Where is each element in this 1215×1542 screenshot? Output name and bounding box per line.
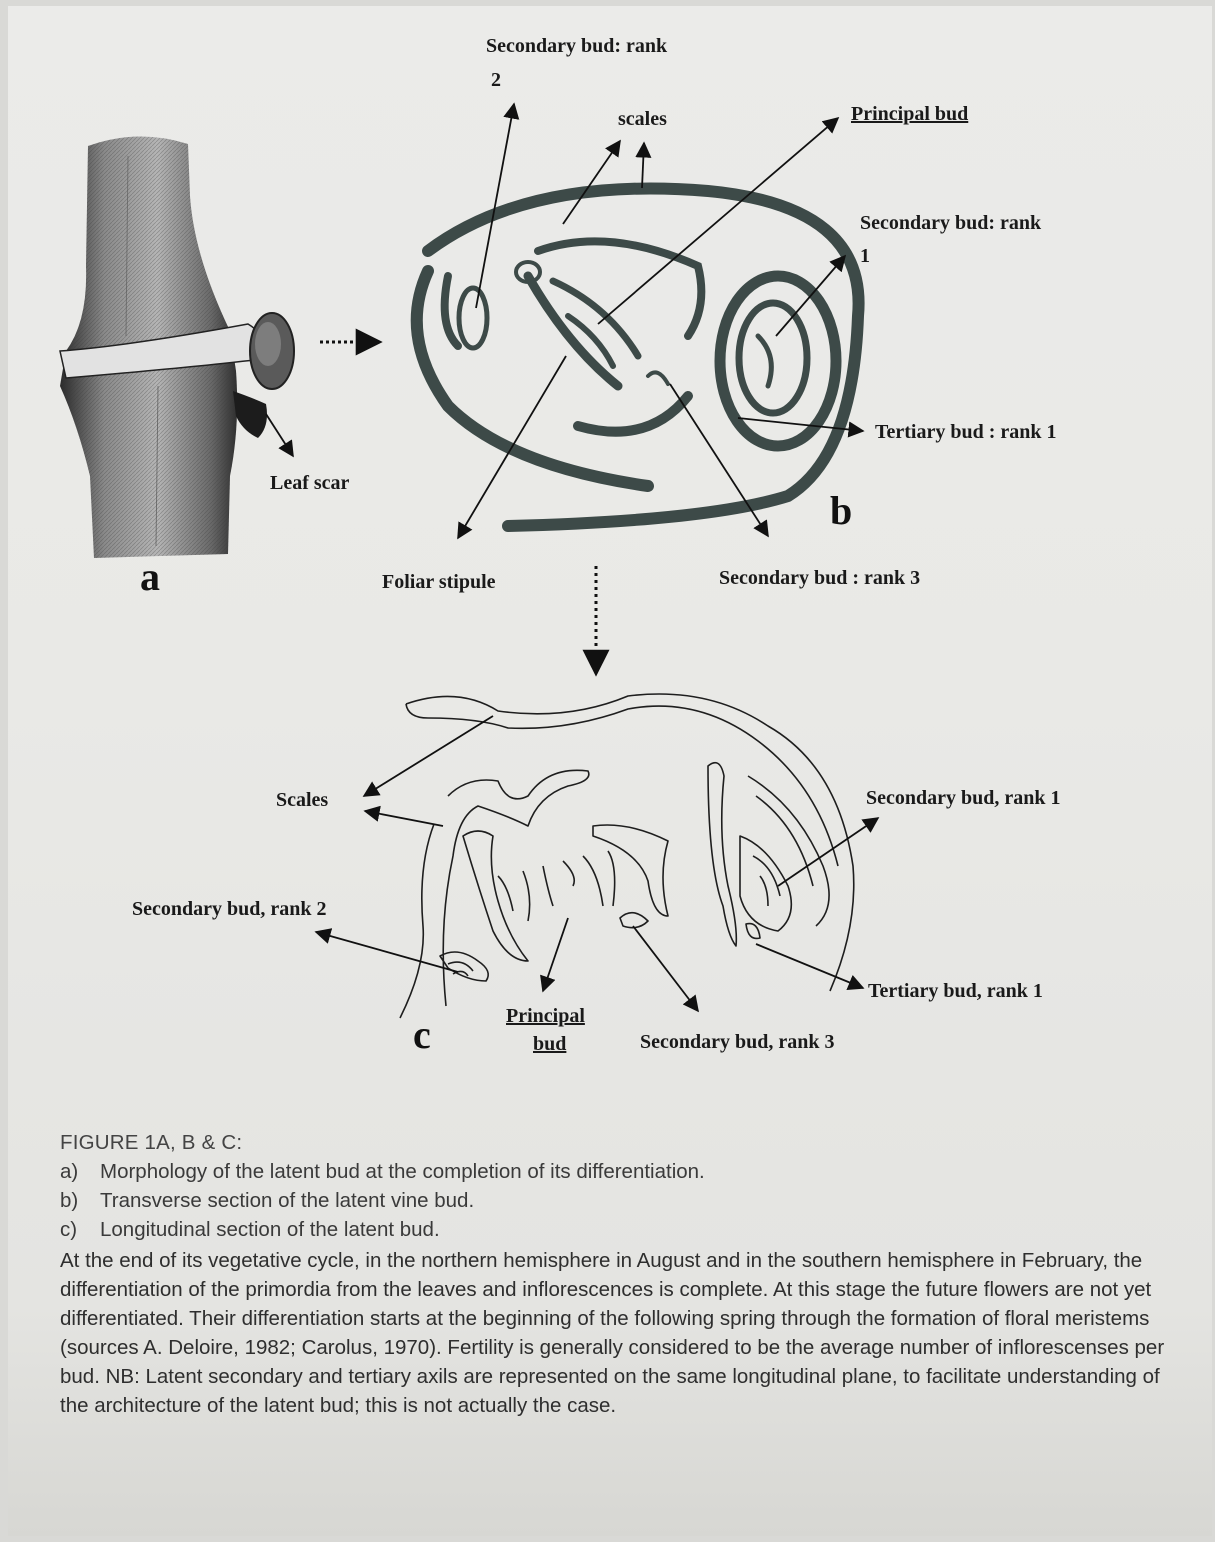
caption-item-marker: c) xyxy=(60,1215,100,1244)
caption-item-c: c) Longitudinal section of the latent bu… xyxy=(60,1215,1170,1244)
b-scales-label: scales xyxy=(618,108,667,130)
b-tertiary-rank1-label: Tertiary bud : rank 1 xyxy=(875,421,1057,443)
panel-c-arrows xyxy=(316,716,878,1011)
caption-item-text: Morphology of the latent bud at the comp… xyxy=(100,1157,705,1186)
longitudinal-section xyxy=(400,694,854,1018)
c-scales-label: Scales xyxy=(276,789,328,811)
b-secondary-rank1-label-line2: 1 xyxy=(860,245,870,267)
b-secondary-rank3-label: Secondary bud : rank 3 xyxy=(719,567,920,589)
figure-page: Leaf scar a Secondary bud: rank 2 scales… xyxy=(8,6,1212,1536)
figure-caption: FIGURE 1A, B & C: a) Morphology of the l… xyxy=(60,1128,1170,1420)
figure-diagram: Leaf scar a Secondary bud: rank 2 scales… xyxy=(8,6,1212,1116)
caption-item-marker: a) xyxy=(60,1157,100,1186)
panel-b-letter: b xyxy=(830,488,852,533)
b-secondary-rank2-label-line1: Secondary bud: rank xyxy=(486,35,668,57)
panel-b-arrows xyxy=(458,104,863,538)
caption-item-b: b) Transverse section of the latent vine… xyxy=(60,1186,1170,1215)
panel-c-letter: c xyxy=(413,1012,431,1057)
c-tertiary-rank1-label: Tertiary bud, rank 1 xyxy=(868,980,1043,1002)
b-foliar-stipule-label: Foliar stipule xyxy=(382,571,496,593)
leaf-scar-arrow xyxy=(266,414,293,456)
transverse-section xyxy=(417,189,859,527)
b-principal-bud-label: Principal bud xyxy=(851,103,968,125)
c-secondary-rank2-label: Secondary bud, rank 2 xyxy=(132,898,327,920)
caption-item-a: a) Morphology of the latent bud at the c… xyxy=(60,1157,1170,1186)
c-principal-bud-label-line1: Principal xyxy=(506,1005,585,1027)
leaf-scar-label: Leaf scar xyxy=(270,472,350,494)
c-secondary-rank3-label: Secondary bud, rank 3 xyxy=(640,1031,835,1053)
caption-item-text: Longitudinal section of the latent bud. xyxy=(100,1215,440,1244)
panel-a-letter: a xyxy=(140,554,160,599)
stem-illustration xyxy=(60,136,294,558)
b-secondary-rank1-label-line1: Secondary bud: rank xyxy=(860,212,1042,234)
c-principal-bud-label-line2: bud xyxy=(533,1033,566,1055)
caption-heading: FIGURE 1A, B & C: xyxy=(60,1128,1170,1157)
caption-item-marker: b) xyxy=(60,1186,100,1215)
b-secondary-rank2-label-line2: 2 xyxy=(491,69,501,91)
c-secondary-rank1-label: Secondary bud, rank 1 xyxy=(866,787,1061,809)
caption-item-text: Transverse section of the latent vine bu… xyxy=(100,1186,474,1215)
caption-paragraph: At the end of its vegetative cycle, in t… xyxy=(60,1246,1170,1420)
